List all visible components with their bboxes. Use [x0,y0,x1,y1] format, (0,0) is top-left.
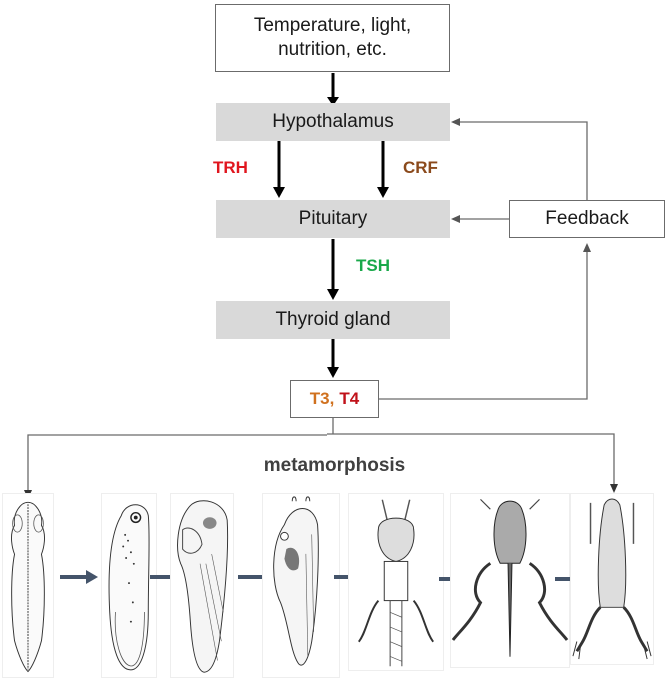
froglet-shrinking-tail-drawing [451,498,569,657]
t4-label: T4 [339,389,360,408]
environment-line-1: Temperature, light, [253,15,412,37]
t3-label: T3, [309,389,335,408]
environment-label: Temperature, light, nutrition, etc. [254,14,411,62]
stage-7-adult-frog [570,493,654,665]
stage-1-early-tadpole [2,493,54,678]
froglet-hindlimbs-drawing [357,499,435,667]
environment-box: Temperature, light, nutrition, etc. [215,4,450,72]
metamorphosis-label: metamorphosis [263,455,406,476]
pituitary-label: Pituitary [298,208,368,230]
stage-4-tadpole-forelimb-buds [262,493,340,678]
line-feedback-to-hypothalamus [460,121,588,200]
stage-6-froglet-shrinking-tail [450,493,570,668]
stage-arrow-1 [60,570,98,584]
adult-frog-drawing [572,498,652,660]
tadpole-forelimb-buds-drawing [273,496,319,666]
hypothalamus-label: Hypothalamus [272,111,394,133]
stage-2-tadpole-with-eye [101,493,157,678]
feedback-label: Feedback [545,208,629,230]
t3-t4-box: T3, T4 [290,380,379,418]
tadpole-with-eye-drawing [108,504,150,671]
environment-line-2: nutrition, etc. [278,39,387,60]
tadpole-with-gills-drawing [177,500,229,673]
trh-label: TRH [213,158,248,177]
pituitary-box: Pituitary [216,200,450,238]
feedback-box: Feedback [509,200,665,238]
thyroid-label: Thyroid gland [275,309,391,331]
hypothalamus-box: Hypothalamus [216,103,450,141]
tsh-label: TSH [356,256,390,275]
crf-label: CRF [403,158,438,177]
stage-3-tadpole-with-gills [170,493,234,678]
early-tadpole-drawing [11,501,45,673]
stage-5-froglet-with-hindlimbs [348,493,444,671]
thyroid-box: Thyroid gland [216,301,450,339]
